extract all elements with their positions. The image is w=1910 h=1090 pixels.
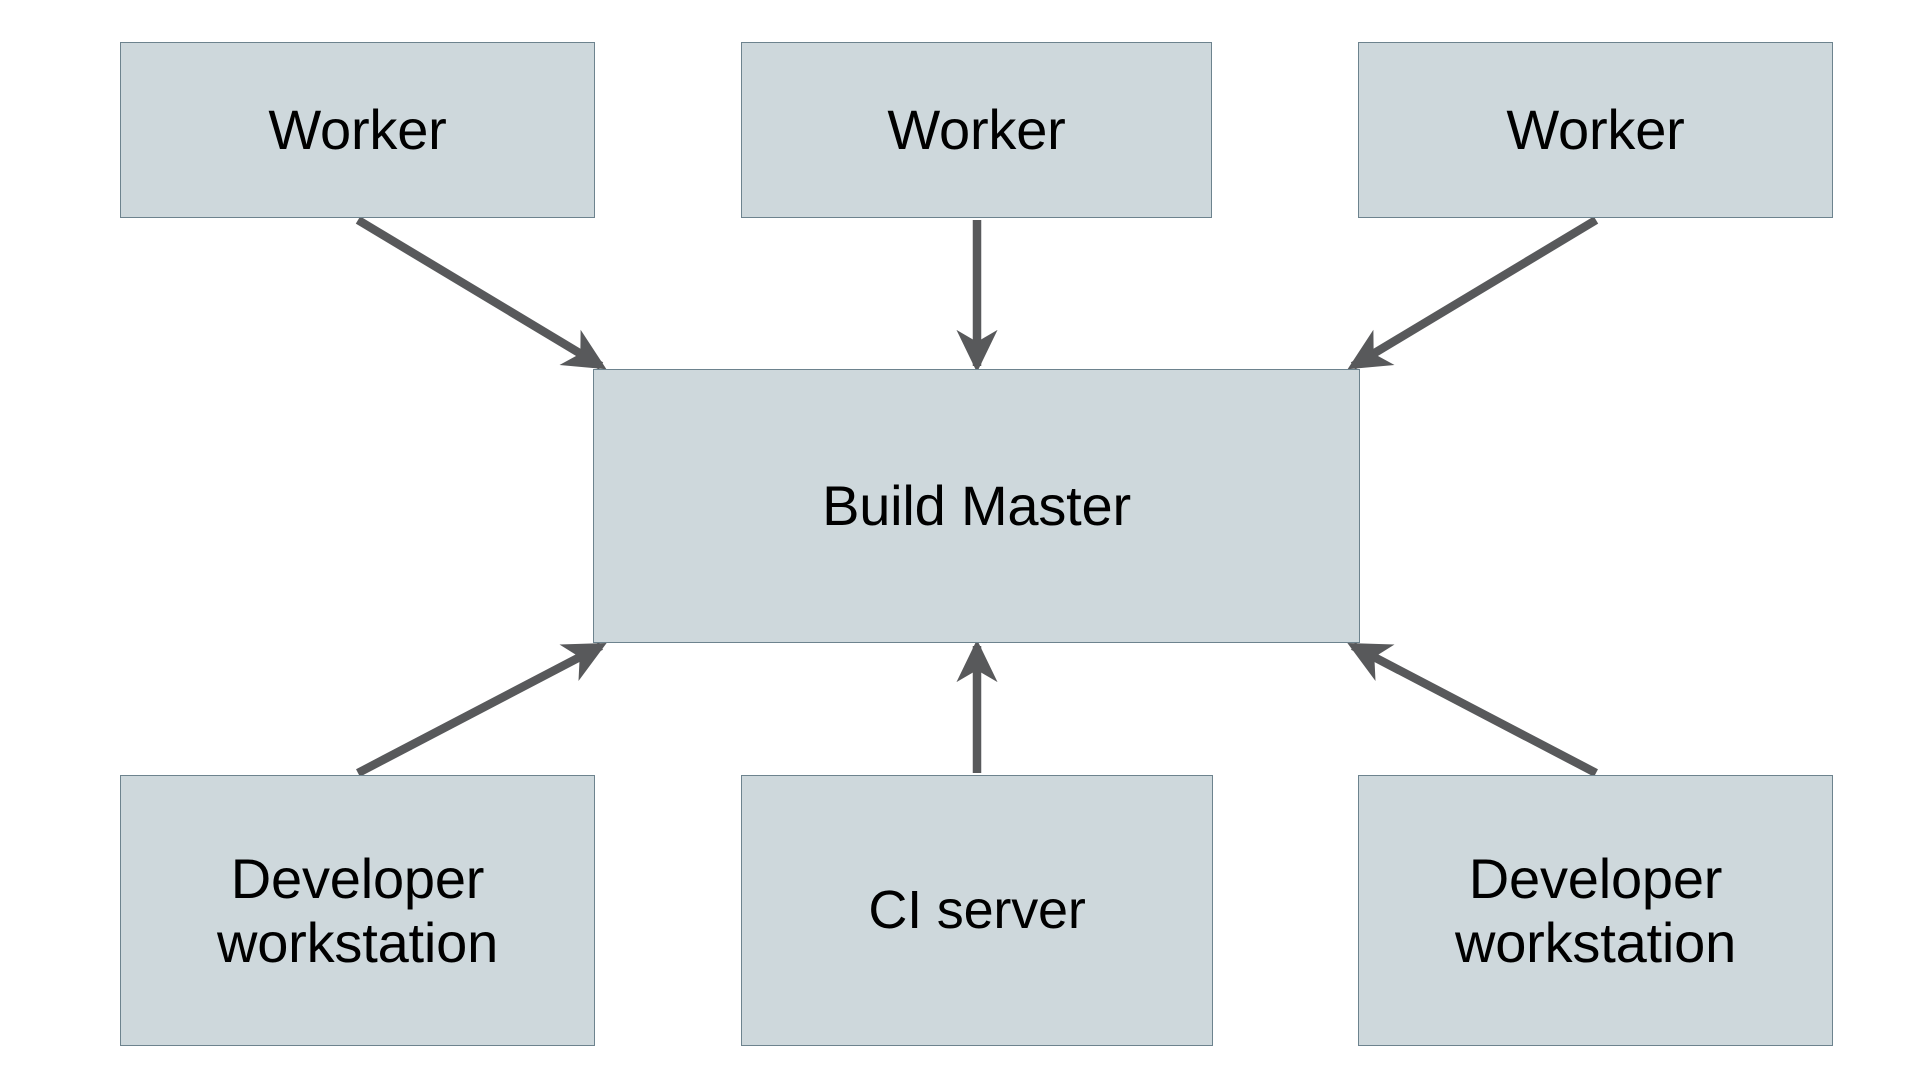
node-label: Worker <box>1506 98 1685 162</box>
node-label: Worker <box>887 98 1066 162</box>
edge-dev-right-to-master <box>1347 642 1598 777</box>
edge-dev-left-to-master <box>356 642 607 777</box>
node-worker-right[interactable]: Worker <box>1358 42 1833 218</box>
node-label: CI server <box>868 879 1086 940</box>
node-label: Developer workstation <box>1454 846 1737 974</box>
edge-worker-right-to-master <box>1347 216 1599 370</box>
node-developer-workstation-left[interactable]: Developer workstation <box>120 775 595 1046</box>
node-label: Worker <box>268 98 447 162</box>
node-label: Developer workstation <box>216 846 499 974</box>
node-ci-server[interactable]: CI server <box>741 775 1213 1046</box>
node-developer-workstation-right[interactable]: Developer workstation <box>1358 775 1833 1046</box>
node-build-master[interactable]: Build Master <box>593 369 1360 643</box>
node-label: Build Master <box>822 474 1131 538</box>
node-worker-left[interactable]: Worker <box>120 42 595 218</box>
node-worker-center[interactable]: Worker <box>741 42 1212 218</box>
edge-worker-left-to-master <box>355 216 607 370</box>
